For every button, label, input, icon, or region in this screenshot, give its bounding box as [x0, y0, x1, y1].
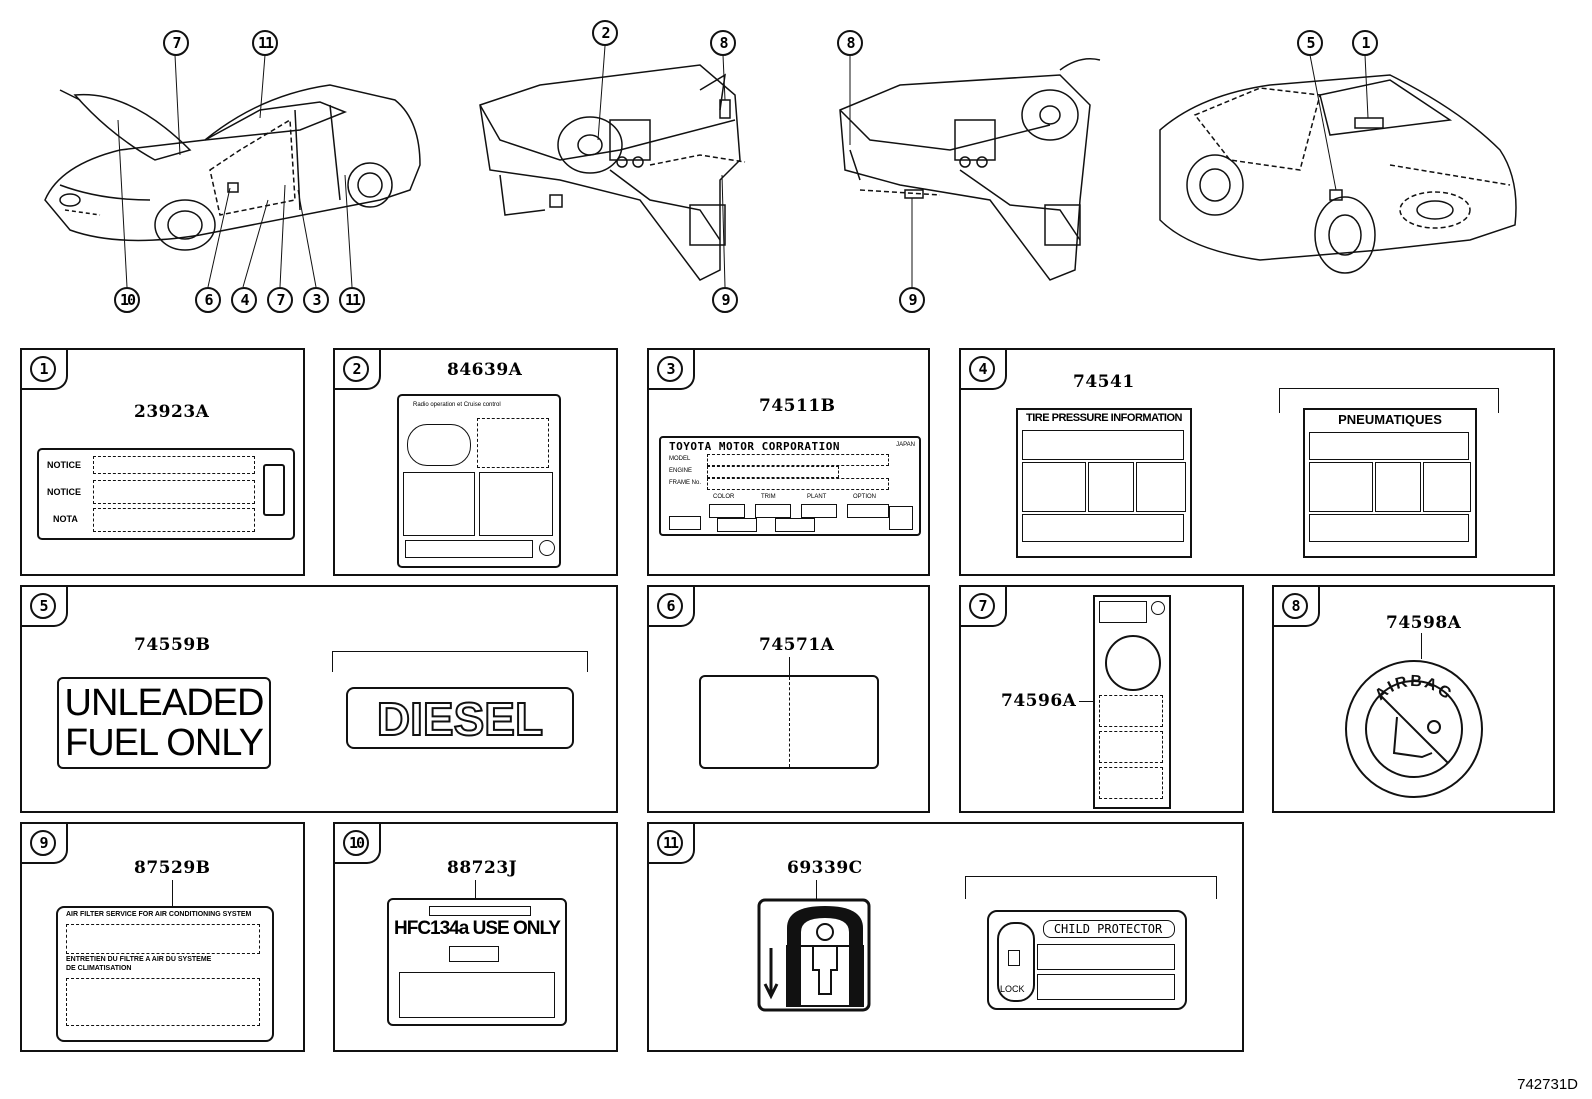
panel-9: 9 87529B AIR FILTER SERVICE FOR AIR COND… — [20, 822, 305, 1052]
callout-10: 10 — [114, 287, 140, 313]
panel-8: 8 74598A AIRBAG — [1272, 585, 1555, 813]
part-number: 87529B — [134, 858, 211, 878]
panel-6: 6 74571A — [647, 585, 930, 813]
unleaded-fuel-label: UNLEADED FUEL ONLY — [57, 677, 271, 769]
part-number: 74541 — [1073, 372, 1135, 392]
panel-tab: 10 — [335, 824, 381, 864]
part-number: 74596A — [1001, 691, 1077, 711]
part-number: 74571A — [759, 635, 835, 655]
refrigerant-label: HFC134a USE ONLY — [387, 898, 567, 1026]
part-number: 74559B — [134, 635, 211, 655]
callout-leaders — [117, 45, 1369, 288]
child-lock-icon-label — [757, 898, 871, 1012]
callout-8: 8 — [710, 30, 736, 56]
panel-tab: 11 — [649, 824, 695, 864]
panel-5: 5 74559B UNLEADED FUEL ONLY DIESEL — [20, 585, 618, 813]
callout-6: 6 — [195, 287, 221, 313]
callout-8-rhd: 8 — [837, 30, 863, 56]
panel-1: 1 23923A NOTICE NOTICE NOTA — [20, 348, 305, 576]
panel-tab: 7 — [961, 587, 1007, 627]
callout-11: 11 — [252, 30, 278, 56]
callout-11-lower: 11 — [339, 287, 365, 313]
part-number: 74598A — [1386, 613, 1462, 633]
blank-label — [699, 675, 879, 769]
tire-pressure-label: TIRE PRESSURE INFORMATION — [1016, 408, 1192, 558]
radio-cruise-label: Radio operation et Cruise control — [397, 394, 561, 568]
panel-tab: 3 — [649, 350, 695, 390]
variant-bracket — [1279, 388, 1499, 413]
part-number: 88723J — [447, 858, 518, 878]
callout-9: 9 — [712, 287, 738, 313]
dashboard-rhd-view — [839, 58, 1101, 281]
panel-2: 2 84639A Radio operation et Cruise contr… — [333, 348, 618, 576]
illustrations — [44, 45, 1517, 288]
air-filter-label: AIR FILTER SERVICE FOR AIR CONDITIONING … — [56, 906, 274, 1042]
sunvisor-warning-label — [1093, 595, 1171, 809]
airbag-warning-badge: AIRBAG — [1345, 660, 1483, 798]
child-protector-label: CHILD PROTECTOR LOCK — [987, 910, 1187, 1010]
panel-11: 11 69339C CHILD PROTECTOR LOCK — [647, 822, 1244, 1052]
part-number: 23923A — [134, 402, 210, 422]
callout-7: 7 — [163, 30, 189, 56]
child-seat-icon — [1392, 716, 1433, 759]
panel-tab: 4 — [961, 350, 1007, 390]
fuse-icon — [263, 464, 285, 516]
panel-tab: 5 — [22, 587, 68, 627]
panel-tab: 6 — [649, 587, 695, 627]
part-number: 69339C — [787, 858, 863, 878]
panel-tab: 1 — [22, 350, 68, 390]
callout-5: 5 — [1297, 30, 1323, 56]
pneumatiques-label: PNEUMATIQUES — [1303, 408, 1477, 558]
car-front-view — [44, 84, 421, 251]
part-number: 84639A — [447, 360, 523, 380]
callout-4: 4 — [231, 287, 257, 313]
steering-icon — [407, 424, 471, 466]
panel-7: 7 74596A — [959, 585, 1244, 813]
callout-2: 2 — [592, 20, 618, 46]
dashboard-lhd-view — [479, 64, 746, 281]
panel-10: 10 88723J HFC134a USE ONLY — [333, 822, 618, 1052]
panel-tab: 8 — [1274, 587, 1320, 627]
callout-7-lower: 7 — [267, 287, 293, 313]
callout-9-rhd: 9 — [899, 287, 925, 313]
diagram-reference: 742731D — [1517, 1076, 1578, 1093]
arrow-down-icon — [763, 948, 779, 1000]
panel-tab: 2 — [335, 350, 381, 390]
panel-3: 3 74511B TOYOTA MOTOR CORPORATION JAPAN … — [647, 348, 930, 576]
notice-label: NOTICE NOTICE NOTA — [37, 448, 295, 540]
panel-tab: 9 — [22, 824, 68, 864]
callout-3: 3 — [303, 287, 329, 313]
callout-1: 1 — [1352, 30, 1378, 56]
vehicle-id-plate: TOYOTA MOTOR CORPORATION JAPAN MODEL ENG… — [659, 436, 921, 536]
panel-4: 4 74541 TIRE PRESSURE INFORMATION PNEUMA… — [959, 348, 1555, 576]
variant-bracket — [965, 876, 1217, 899]
variant-bracket — [332, 651, 588, 672]
diesel-text: DIESEL — [377, 693, 543, 743]
car-rear-view — [1159, 74, 1517, 274]
part-number: 74511B — [759, 396, 836, 416]
diesel-label: DIESEL — [346, 687, 574, 749]
no-child-seat-icon — [1105, 635, 1161, 691]
